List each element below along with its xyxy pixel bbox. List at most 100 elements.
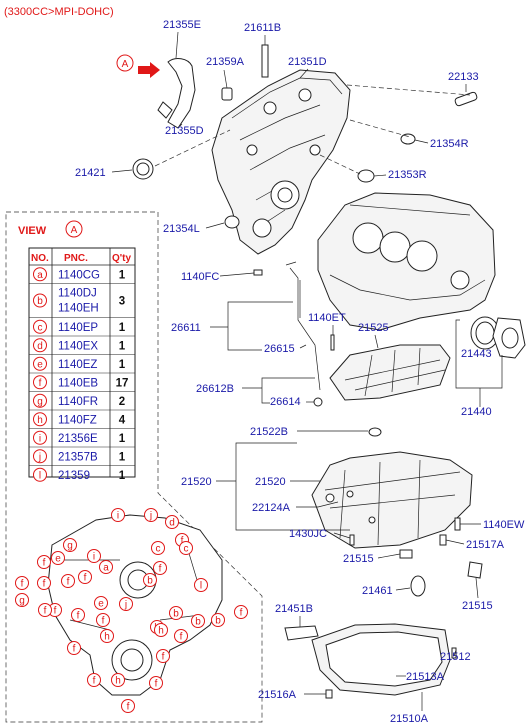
label-21520-left: 21520 xyxy=(181,476,212,488)
label-21516A: 21516A xyxy=(258,689,297,701)
bolt-1140FC xyxy=(253,269,263,276)
ladder-frame-21525 xyxy=(329,344,451,401)
view-a-arrow: A xyxy=(116,54,160,78)
row-letter-circle xyxy=(33,467,47,482)
callout-letter: j xyxy=(149,511,152,522)
gasket-small xyxy=(157,101,173,119)
label-1140EW: 1140EW xyxy=(483,519,525,531)
label-26615: 26615 xyxy=(264,343,295,355)
callout-letter: f xyxy=(44,606,47,617)
row-qty: 1 xyxy=(119,451,126,463)
row-letter: f xyxy=(39,378,42,389)
callout-circle xyxy=(96,613,110,627)
label-1140FC: 1140FC xyxy=(181,271,219,283)
callout-circle xyxy=(63,538,77,552)
row-letter-circle xyxy=(33,430,47,445)
label-26611: 26611 xyxy=(171,322,201,334)
callout-letter: f xyxy=(67,577,70,588)
callout-circle xyxy=(67,641,81,655)
label-21451B: 21451B xyxy=(275,603,313,615)
row-letter: i xyxy=(39,433,41,444)
row-qty: 1 xyxy=(119,433,126,445)
label-26614: 26614 xyxy=(270,396,301,408)
row-qty: 3 xyxy=(119,296,125,308)
oring-26614 xyxy=(313,397,323,407)
row-letter: e xyxy=(37,359,43,370)
view-a-panel: VIEW A xyxy=(5,211,263,723)
callout-circle xyxy=(71,608,85,622)
callout-letter: c xyxy=(184,544,189,555)
callout-letter: d xyxy=(169,518,175,529)
callout-letter: h xyxy=(158,626,164,637)
row-letter-circle xyxy=(33,375,47,390)
row-qty: 1 xyxy=(119,269,126,281)
callout-circle xyxy=(156,649,170,663)
row-letter: c xyxy=(38,322,43,333)
callout-circle xyxy=(154,623,168,637)
callout-circle xyxy=(179,541,193,555)
oring-21353R xyxy=(357,169,375,183)
callout-circle xyxy=(37,555,51,569)
callout-circle xyxy=(38,603,52,617)
row-letter: h xyxy=(37,415,43,426)
label-21440: 21440 xyxy=(461,406,492,418)
callout-letter: f xyxy=(93,676,96,687)
row-letter: g xyxy=(37,396,43,407)
row-qty: 1 xyxy=(119,470,126,482)
callout-letter: f xyxy=(73,644,76,655)
row-qty: 1 xyxy=(119,340,126,352)
bolt-21512 xyxy=(451,647,457,659)
callout-circle xyxy=(143,573,157,587)
callout-letter: h xyxy=(104,632,110,643)
callout-letter: j xyxy=(124,600,127,611)
callout-circle xyxy=(191,614,205,628)
callout-circle xyxy=(111,673,125,687)
engine-spec-label: (3300CC>MPI-DOHC) xyxy=(4,6,114,18)
label-21522B: 21522B xyxy=(250,426,288,438)
bolt-1140ET xyxy=(330,334,335,351)
row-letter-circle xyxy=(33,293,47,308)
callout-letter: l xyxy=(200,581,202,592)
callout-circle xyxy=(149,676,163,690)
stud-21611B xyxy=(261,44,269,78)
row-pnc: 1140EB xyxy=(58,377,98,389)
callout-circle xyxy=(37,576,51,590)
label-21355E: 21355E xyxy=(163,19,201,31)
header-qty: Q'ty xyxy=(112,253,131,264)
label-21461: 21461 xyxy=(362,585,393,597)
row-pnc: 1140EP xyxy=(58,322,98,334)
callout-letter: f xyxy=(162,652,165,663)
callout-letter: f xyxy=(43,558,46,569)
callout-circle xyxy=(61,574,75,588)
dowel-21359A xyxy=(221,87,233,101)
callout-circle xyxy=(119,597,133,611)
row-letter: a xyxy=(37,270,43,281)
row-pnc: 1140DJ xyxy=(58,288,97,300)
row-qty: 2 xyxy=(119,396,125,408)
row-letter: j xyxy=(38,452,41,463)
label-21353R: 21353R xyxy=(388,169,427,181)
callout-circle xyxy=(211,613,225,627)
callout-letter: b xyxy=(173,609,179,620)
row-qty: 1 xyxy=(119,322,126,334)
callout-circle xyxy=(174,629,188,643)
callout-letter: e xyxy=(55,554,61,565)
callout-circle xyxy=(111,508,125,522)
row-pnc: 21357B xyxy=(58,451,98,463)
callout-letter: f xyxy=(159,564,162,575)
label-21355D: 21355D xyxy=(165,125,204,137)
bolt-1140EW xyxy=(454,517,461,531)
callout-circle xyxy=(121,699,135,713)
row-qty: 4 xyxy=(119,414,126,426)
label-1430JC: 1430JC xyxy=(289,528,327,540)
label-22124A: 22124A xyxy=(252,502,291,514)
label-21351D: 21351D xyxy=(288,56,327,68)
label-21515-right: 21515 xyxy=(462,600,493,612)
callout-circle xyxy=(51,551,65,565)
row-pnc: 21359 xyxy=(58,470,90,482)
row-qty: 1 xyxy=(119,359,126,371)
callout-circle xyxy=(153,561,167,575)
callout-letter: c xyxy=(156,544,161,555)
